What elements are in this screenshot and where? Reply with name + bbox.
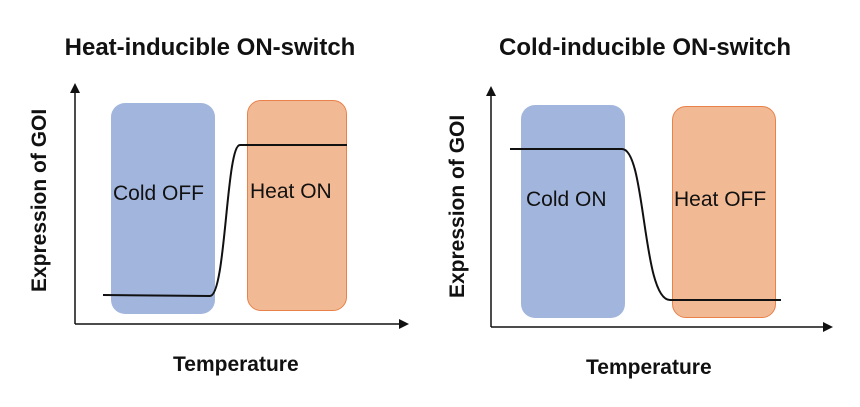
x-axis-label: Temperature	[173, 353, 299, 376]
panel-heat-inducible: Heat-inducible ON-switch Cold OFF Heat O…	[28, 34, 409, 376]
panel-cold-inducible: Cold-inducible ON-switch Cold ON Heat OF…	[430, 0, 860, 407]
axes	[70, 83, 409, 329]
cold-region	[521, 105, 625, 318]
heat-region-label: Heat ON	[250, 180, 332, 203]
expression-curve	[510, 148, 781, 301]
cold-region	[111, 103, 215, 314]
panel-title: Heat-inducible ON-switch	[64, 34, 356, 61]
y-axis-label: Expression of GOI	[446, 114, 469, 298]
panel-title: Cold-inducible ON-switch	[499, 34, 791, 61]
expression-curve	[102, 144, 347, 298]
cold-region-label: Cold ON	[526, 188, 607, 211]
x-axis-label: Temperature	[586, 356, 712, 379]
y-axis-label: Expression of GOI	[28, 108, 51, 292]
heat-region-label: Heat OFF	[674, 188, 767, 211]
heat-region	[672, 106, 776, 318]
cold-region-label: Cold OFF	[113, 182, 205, 205]
axes	[486, 86, 833, 332]
heat-region	[247, 100, 347, 311]
